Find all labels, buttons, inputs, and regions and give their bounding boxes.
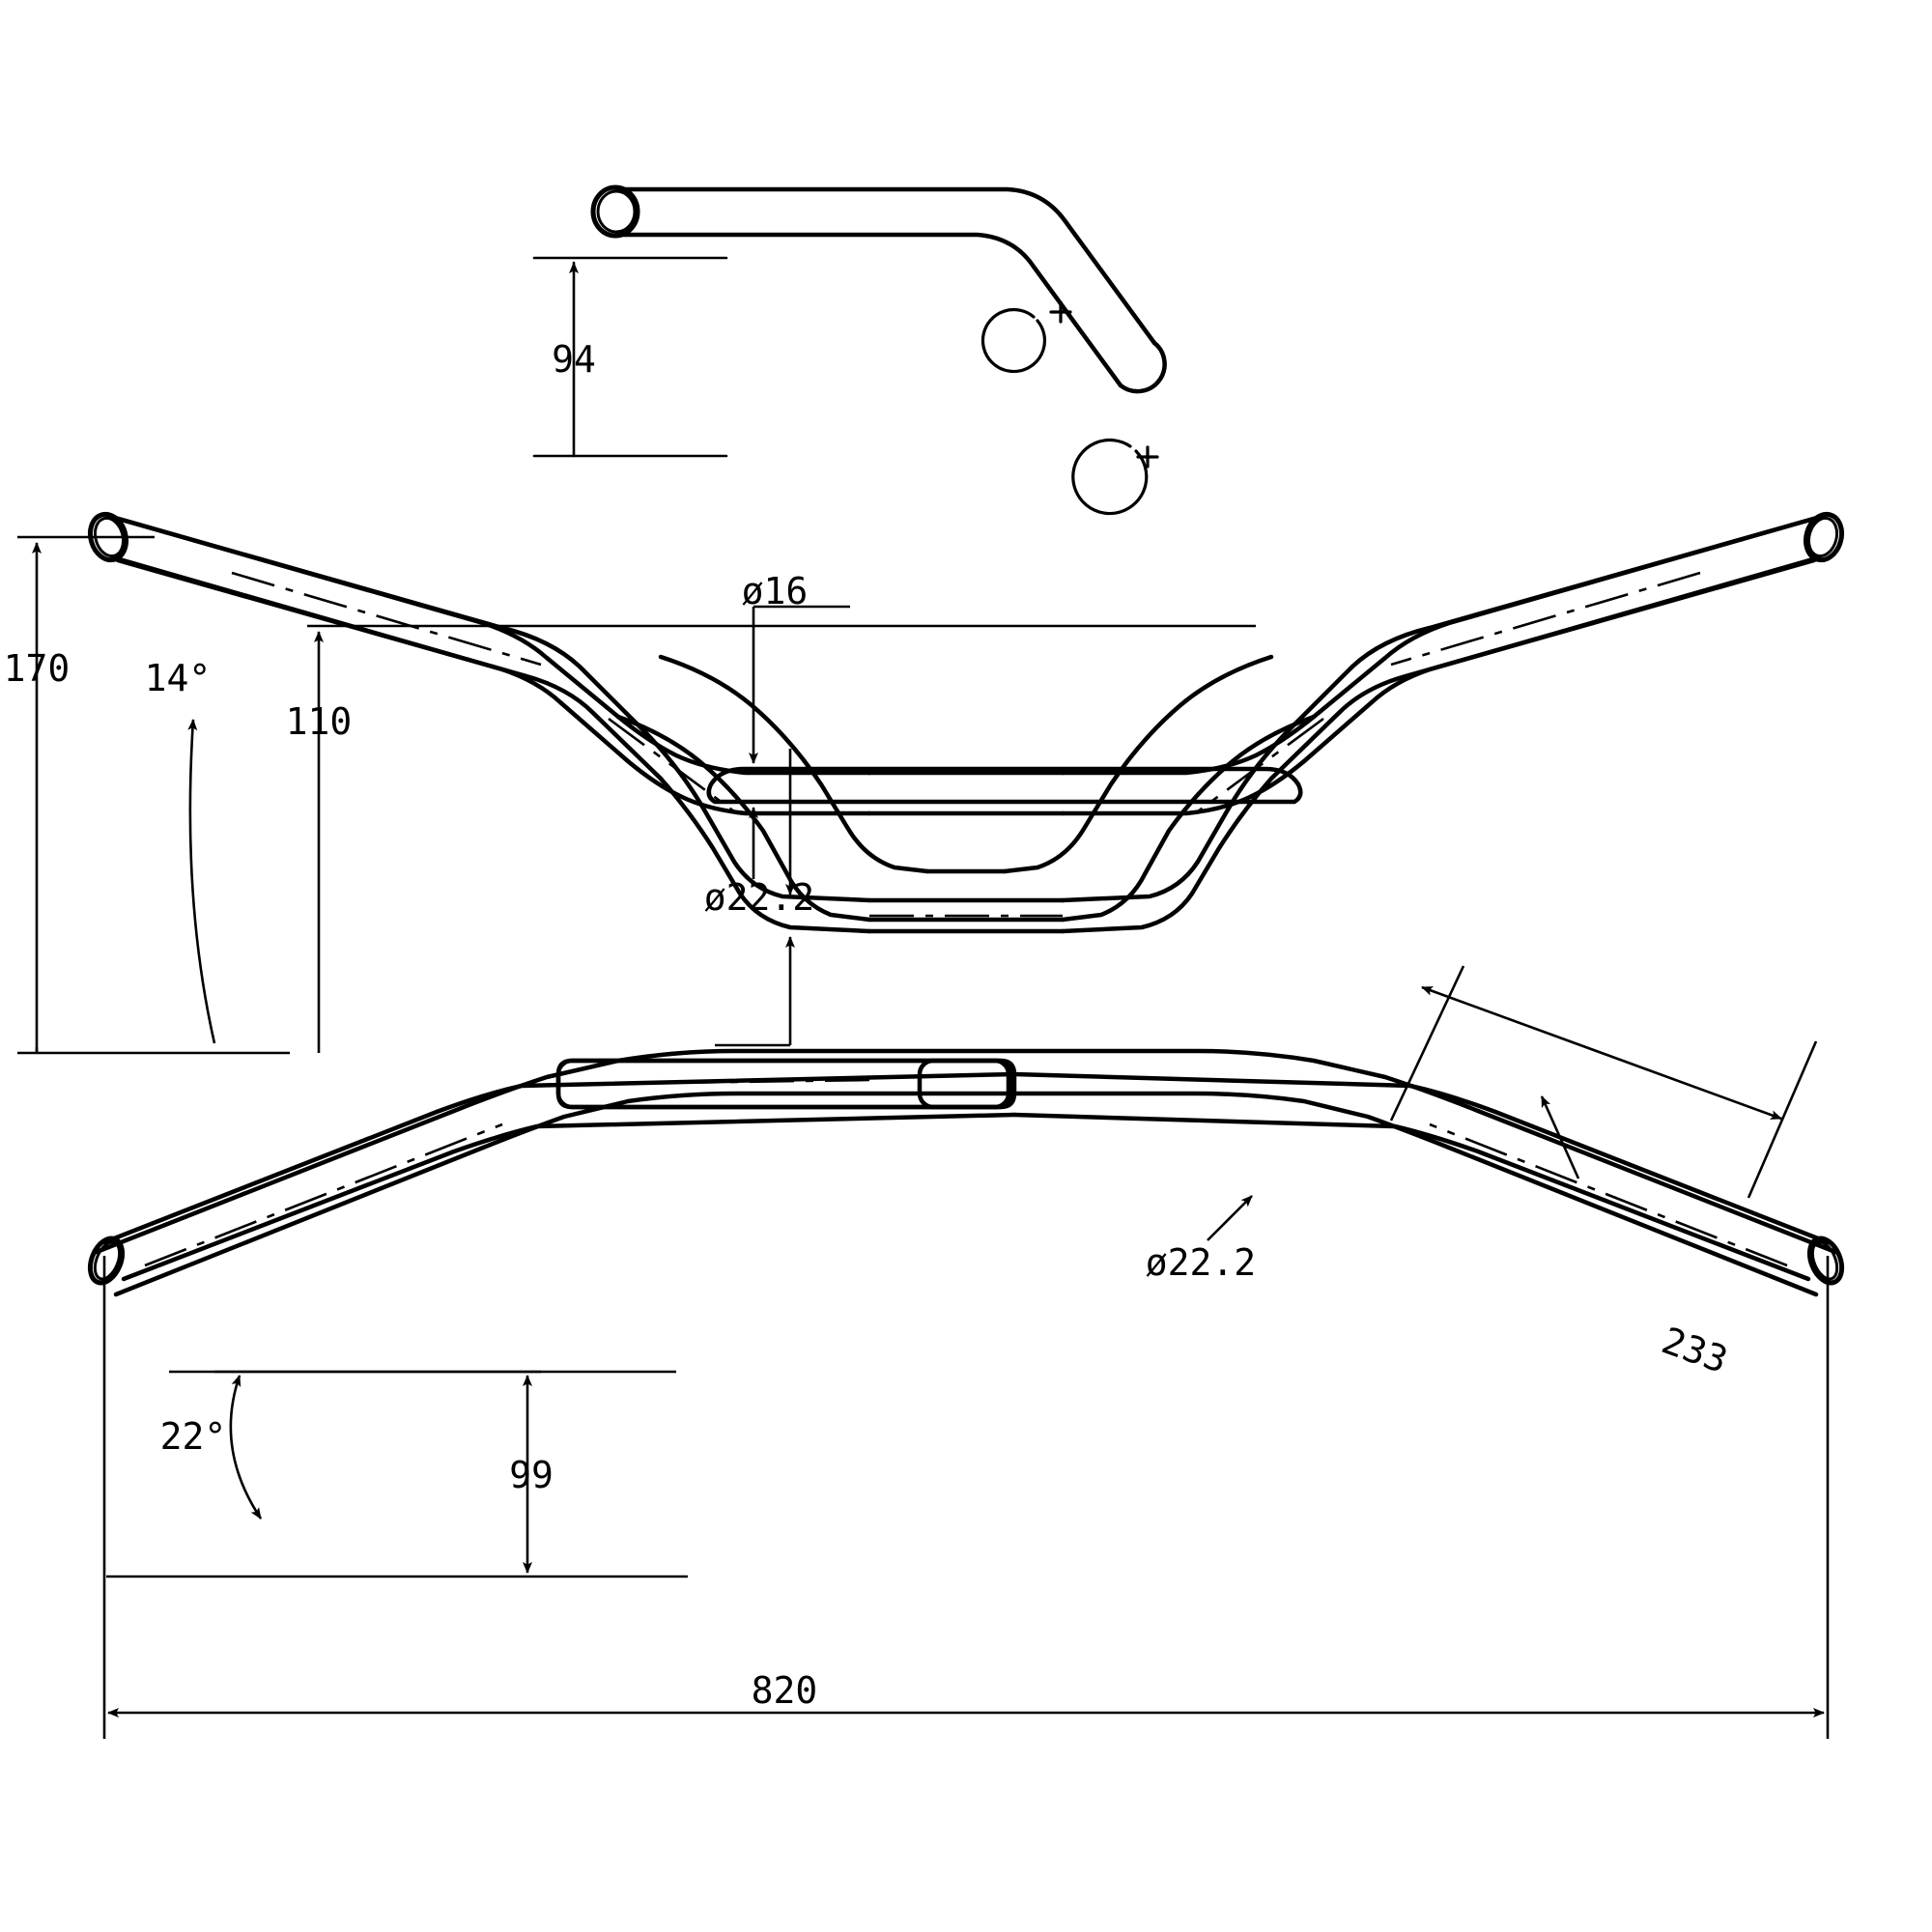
front-view-outline [105,513,1827,934]
dimension-label-14-degrees: 14° [145,657,212,699]
dimension-233 [1389,965,1818,1199]
front-view-centerline [231,571,1701,918]
bend-center-lower [1136,445,1159,469]
dimension-label-110: 110 [286,700,353,743]
dimension-dia-22-2-front [715,749,795,1047]
front-view-crossbar [706,766,1303,805]
dimension-label-dia-22-2-front: ø22.2 [704,876,814,919]
dimension-94 [532,256,728,458]
dimension-label-170: 170 [4,647,71,690]
top-view-geometry [590,185,1167,394]
dimension-820 [102,1256,1830,1739]
dimension-14-degrees [187,719,216,1044]
dimension-dia-16 [749,605,850,879]
dimension-label-22-degrees: 22° [160,1415,227,1458]
dimension-label-233: 233 [1657,1319,1734,1381]
bend-center-upper [1049,300,1072,324]
top-view-radius-marks [980,307,1149,516]
dimension-label-820: 820 [752,1669,818,1712]
dimension-110 [307,624,1256,1053]
dimension-170 [17,535,290,1055]
bottom-view-crossbar [555,1058,1017,1110]
dimension-22-degrees [214,1370,676,1520]
dimension-99 [106,1370,688,1578]
dimension-label-dia-16: ø16 [742,570,809,612]
bottom-view-centerline [144,1078,1788,1267]
dimension-label-94: 94 [552,338,596,381]
bottom-view-outline [94,1048,1838,1297]
dimension-label-dia-22-2-bottom: ø22.2 [1146,1241,1256,1284]
dimension-label-99: 99 [509,1454,554,1496]
front-view-center-structure [615,654,1317,923]
dimension-dia-22-2-bottom [1207,1095,1580,1241]
